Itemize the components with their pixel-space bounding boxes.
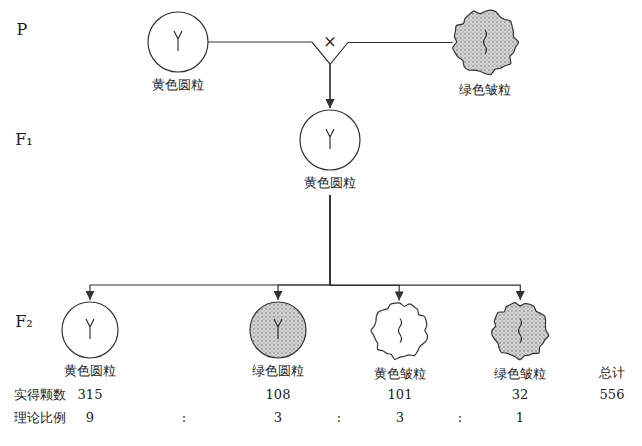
cross-arrow (330, 195, 520, 300)
pea-seed (177, 108, 483, 174)
label-text: 556 (600, 387, 625, 403)
label-text: : (182, 410, 186, 426)
pea-seed (367, 298, 642, 365)
pea-label: 黄色圆粒 (25, 76, 331, 93)
label-text: 315 (78, 387, 103, 403)
pea-outline (250, 302, 306, 358)
label-text: 实得颗数 (14, 387, 66, 403)
pea-label: 黄色圆粒 (0, 362, 243, 379)
pea-label: 黄色圆粒 (177, 174, 483, 191)
cross-arrow (278, 195, 330, 300)
seed-crease (519, 318, 522, 342)
label-text: F₂ (15, 314, 33, 330)
label-text: 9 (86, 410, 94, 426)
cross-arrow (208, 42, 330, 108)
pea-node: 黄色圆粒 (25, 10, 331, 93)
label-text: 总计 (599, 365, 625, 381)
label-text: 101 (388, 387, 413, 403)
label-text: F₁ (15, 132, 33, 148)
pea-outline (492, 302, 549, 359)
label-text: 32 (512, 387, 529, 403)
label-text: : (337, 410, 341, 426)
label-text: 理论比例 (14, 410, 66, 426)
label-text: 3 (274, 410, 282, 426)
pea-seed (0, 300, 243, 362)
seed-embryo (274, 319, 282, 339)
pea-label: 绿色皱粒 (332, 81, 638, 98)
pea-node: 黄色圆粒 (0, 300, 243, 379)
label-text: 1 (516, 410, 524, 426)
label-text: 108 (266, 387, 291, 403)
pea-outline (300, 110, 360, 170)
pea-seed (25, 10, 331, 76)
cross-arrow (330, 42, 453, 108)
pea-label: 绿色皱粒 (367, 365, 642, 382)
seed-embryo (174, 31, 182, 51)
pea-node: 绿色皱粒 (332, 5, 638, 98)
pea-outline (148, 12, 208, 72)
cross-arrow (90, 195, 330, 300)
label-text: × (323, 34, 336, 50)
seed-embryo (326, 129, 334, 149)
pea-outline (371, 302, 428, 359)
pea-node: 绿色皱粒 (367, 298, 642, 382)
seed-crease (399, 318, 402, 342)
pea-seed (332, 5, 638, 81)
label-text: : (458, 410, 462, 426)
label-text: 3 (396, 410, 404, 426)
pea-outline (62, 302, 118, 358)
pea-node: 黄色圆粒 (177, 108, 483, 191)
pea-outline (453, 10, 519, 75)
seed-crease (484, 30, 487, 54)
label-text: P (17, 22, 28, 38)
seed-embryo (86, 319, 94, 339)
